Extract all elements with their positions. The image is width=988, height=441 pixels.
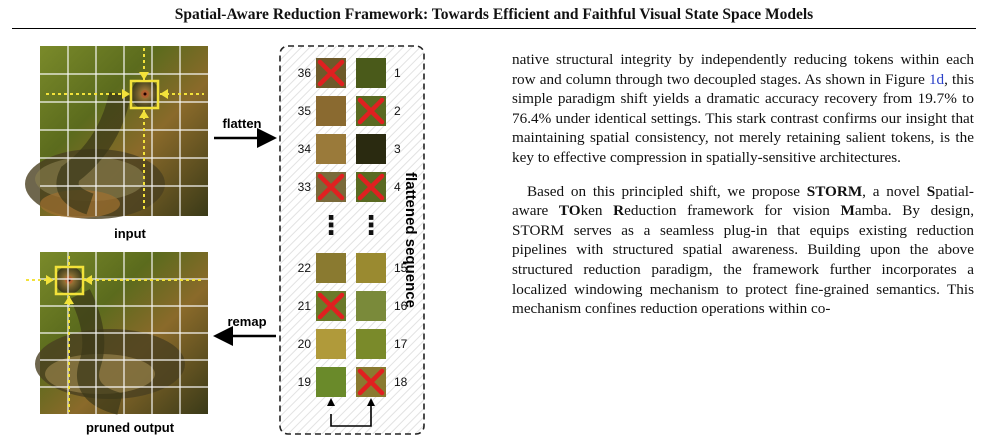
pruned-mark-4 bbox=[357, 173, 385, 201]
pruned-mark-36 bbox=[317, 59, 345, 87]
pruned-mark-2 bbox=[357, 97, 385, 125]
token-number-21: 21 bbox=[298, 299, 312, 313]
connector-19-18 bbox=[330, 400, 372, 427]
token-number-2: 2 bbox=[394, 104, 401, 118]
input-label: input bbox=[114, 226, 146, 241]
token-number-34: 34 bbox=[298, 142, 312, 156]
figure-ref-link[interactable]: 1d bbox=[928, 70, 945, 88]
pruned-mark-21 bbox=[317, 292, 345, 320]
figure: input bbox=[0, 34, 490, 441]
pruned-mark-18 bbox=[357, 368, 385, 396]
token-number-19: 19 bbox=[298, 375, 312, 389]
token-number-22: 22 bbox=[298, 261, 312, 275]
token-number-17: 17 bbox=[394, 337, 408, 351]
body-text-column: native structural integrity by independe… bbox=[512, 50, 974, 319]
flatten-label: flatten bbox=[223, 116, 262, 131]
paragraph-1: native structural integrity by independe… bbox=[512, 51, 974, 166]
figure-diagram: input bbox=[25, 45, 425, 435]
ellipsis-left: ⋮ bbox=[318, 211, 344, 241]
token-number-20: 20 bbox=[298, 337, 312, 351]
remap-label: remap bbox=[227, 314, 266, 329]
output-label: pruned output bbox=[86, 420, 175, 435]
pruned-output-image bbox=[26, 252, 208, 415]
running-title: Spatial-Aware Reduction Framework: Towar… bbox=[174, 6, 814, 23]
paragraph-2: Based on this principled shift, we propo… bbox=[512, 182, 975, 318]
token-number-15: 15 bbox=[394, 261, 408, 275]
storm-name: STORM bbox=[806, 182, 863, 200]
token-number-16: 16 bbox=[394, 299, 408, 313]
token-number-33: 33 bbox=[298, 180, 312, 194]
token-number-1: 1 bbox=[394, 66, 401, 80]
input-image bbox=[25, 46, 208, 219]
selected-patch-box bbox=[129, 79, 160, 110]
flattened-sequence-label: flattened sequence bbox=[402, 172, 419, 308]
token-number-35: 35 bbox=[298, 104, 312, 118]
header-rule bbox=[12, 28, 976, 29]
token-number-3: 3 bbox=[394, 142, 401, 156]
page-header: Spatial-Aware Reduction Framework: Towar… bbox=[0, 0, 988, 30]
token-number-18: 18 bbox=[394, 375, 408, 389]
ellipsis-right: ⋮ bbox=[358, 211, 384, 241]
token-number-36: 36 bbox=[298, 66, 312, 80]
pruned-token-marks bbox=[317, 59, 385, 396]
token-number-4: 4 bbox=[394, 180, 401, 194]
pruned-mark-33 bbox=[317, 173, 345, 201]
